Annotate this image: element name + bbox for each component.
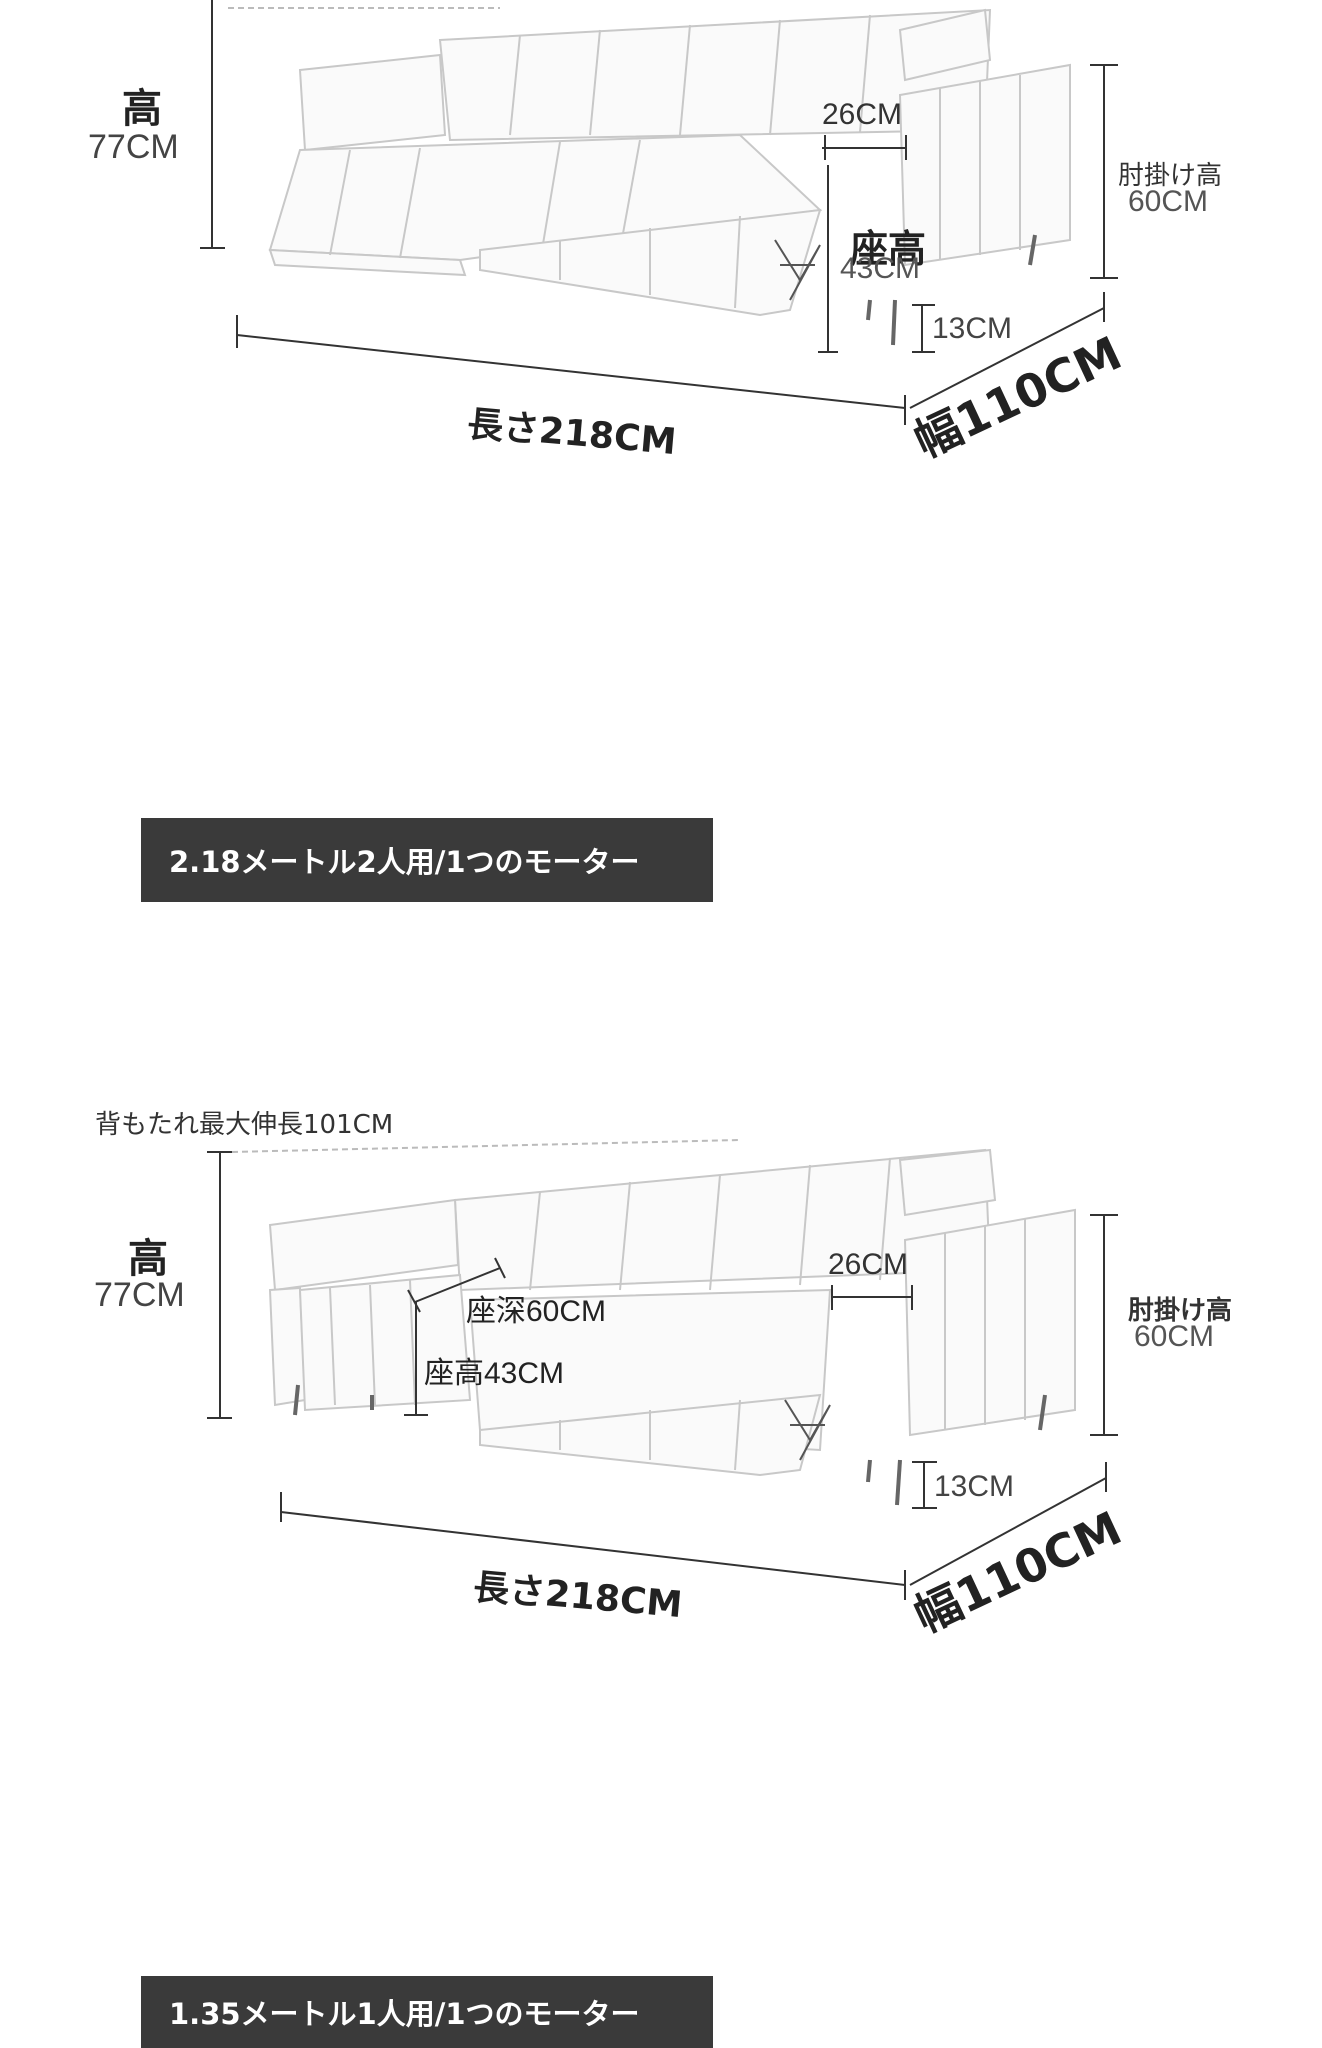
arm-width-label-2: 26CM (828, 1248, 909, 1281)
armrest-height-title-2: 肘掛け高 (1128, 1296, 1233, 1326)
seat-height-title: 座高 (850, 227, 927, 271)
seat-height-label-2: 座高43CM (424, 1357, 565, 1390)
dimension-lines-2 (207, 1139, 1118, 1600)
sofa-illustration-2 (268, 1148, 1076, 1477)
height-title: 高 (122, 86, 162, 132)
height-title-2: 高 (128, 1236, 168, 1282)
armrest-height-value: 60CM (1128, 185, 1209, 218)
backrest-extension-note: 背もたれ最大伸長101CM (95, 1110, 394, 1140)
armrest-height-title: 肘掛け高 (1118, 161, 1223, 191)
height-value-2: 77CM (94, 1276, 185, 1314)
sofa-legs-2 (293, 1384, 1047, 1506)
sofa-illustration-1 (268, 8, 1071, 317)
sofa-legs-1 (866, 234, 1037, 346)
leg-height-label-2: 13CM (934, 1470, 1015, 1503)
seat-depth-label: 座深60CM (466, 1295, 607, 1328)
model-banner-2: 1.35メートル1人用/1つのモーター (141, 1976, 713, 2048)
dimension-lines-1 (200, 0, 1118, 425)
model-banner-1: 2.18メートル2人用/1つのモーター (141, 818, 713, 902)
height-value: 77CM (88, 128, 179, 166)
seat-height-value: 43CM (840, 252, 921, 285)
arm-width-label: 26CM (822, 98, 903, 131)
recliner-mechanism-2 (784, 1399, 831, 1461)
leg-height-label: 13CM (932, 312, 1013, 345)
armrest-height-value-2: 60CM (1134, 1320, 1215, 1353)
recliner-mechanism-1 (774, 239, 821, 301)
